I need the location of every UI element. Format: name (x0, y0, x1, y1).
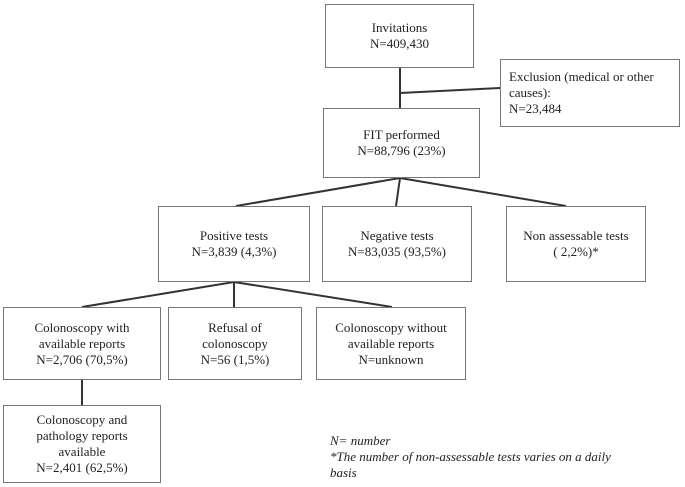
colo-with-label-2: available reports (38, 335, 126, 351)
box-fit-performed: FIT performed N=88,796 (23%) (323, 108, 480, 178)
colo-patho-count: N=2,401 (62,5%) (36, 460, 128, 475)
connector-fit-negative (395, 177, 401, 207)
negative-label: Negative tests (360, 228, 434, 243)
exclusion-count: N=23,484 (509, 101, 562, 116)
exclusion-label-2: causes): (509, 85, 551, 100)
note-n-definition: N= number (330, 433, 391, 448)
connector-exclusion (399, 87, 501, 94)
colo-patho-label-1: Colonoscopy and (36, 412, 128, 427)
box-negative-tests: Negative tests N=83,035 (93,5%) (322, 206, 472, 282)
colo-with-label-1: Colonoscopy with (34, 319, 130, 335)
refusal-label-2: colonoscopy (202, 335, 268, 351)
connector-fit-nonassessable (399, 177, 567, 207)
note-footnote-line1: *The number of non-assessable tests vari… (330, 449, 611, 464)
refusal-label-1: Refusal of (208, 319, 262, 335)
colo-without-label-1: Colonoscopy without (335, 319, 447, 335)
nonassessable-percent: ( 2,2%)* (553, 244, 599, 259)
invitations-label: Invitations (371, 20, 428, 35)
box-refusal-of-colonoscopy: Refusal of colonoscopy N=56 (1,5%) (168, 307, 302, 380)
box-exclusion: Exclusion (medical or other causes): N=2… (500, 59, 680, 127)
invitations-count: N=409,430 (370, 36, 429, 51)
box-nonassessable-tests: Non assessable tests ( 2,2%)* (506, 206, 646, 282)
box-colonoscopy-without-reports: Colonoscopy without available reports N=… (316, 307, 466, 380)
connector-positive-colo-without (233, 281, 393, 308)
connector-positive-colo-with (81, 281, 235, 308)
box-invitations: Invitations N=409,430 (325, 4, 474, 68)
colo-patho-label-2: pathology reports (36, 428, 128, 443)
positive-count: N=3,839 (4,3%) (191, 244, 277, 259)
negative-count: N=83,035 (93,5%) (348, 244, 446, 259)
refusal-count: N=56 (1,5%) (200, 351, 270, 367)
box-colonoscopy-and-pathology: Colonoscopy and pathology reports availa… (3, 405, 161, 483)
fit-count: N=88,796 (23%) (357, 143, 446, 158)
fit-label: FIT performed (363, 127, 440, 142)
exclusion-label-1: Exclusion (medical or other (509, 69, 654, 84)
positive-label: Positive tests (199, 228, 269, 243)
box-colonoscopy-with-reports: Colonoscopy with available reports N=2,7… (3, 307, 161, 380)
colo-without-count: N=unknown (358, 351, 424, 367)
connector-fit-positive (235, 177, 401, 207)
colo-patho-label-3: available (58, 444, 106, 459)
note-footnote-line2: basis (330, 465, 357, 480)
box-positive-tests: Positive tests N=3,839 (4,3%) (158, 206, 310, 282)
colo-without-label-2: available reports (347, 335, 435, 351)
nonassessable-label: Non assessable tests (523, 228, 629, 243)
colo-with-count: N=2,706 (70,5%) (36, 351, 128, 367)
